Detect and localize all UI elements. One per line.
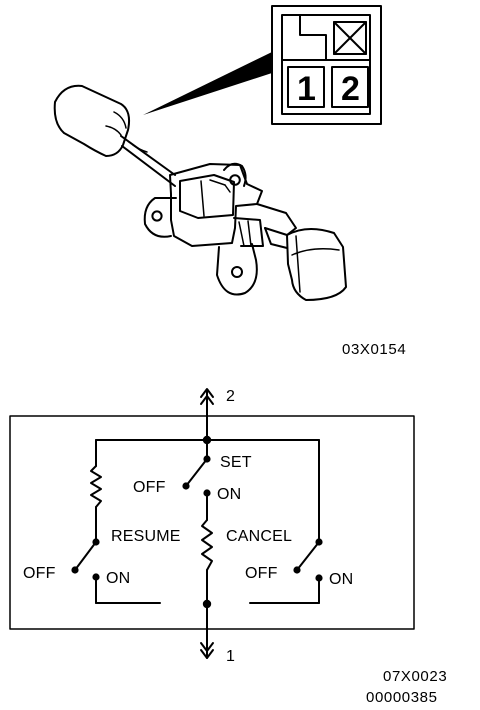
- circuit-diagram: 2 1: [9, 388, 447, 706]
- pin-cell-2: [331, 66, 369, 108]
- resume-resistor: [90, 465, 102, 508]
- junction-bottom: [202, 599, 212, 609]
- blank-pin-cross-icon: [333, 21, 367, 55]
- resume-switch-on-label: ON: [106, 570, 130, 587]
- resume-switch-off-label: OFF: [23, 565, 56, 582]
- cancel-switch-off-label: OFF: [245, 565, 278, 582]
- bottom-figure-code: 07X0023: [383, 668, 447, 685]
- set-switch-off-label: OFF: [133, 479, 166, 496]
- terminal-1-label: 1: [226, 648, 235, 665]
- connector-key: [299, 14, 327, 61]
- cancel-switch-label: CANCEL: [226, 528, 292, 545]
- document-code: 00000385: [366, 689, 438, 706]
- resume-switch: [71, 538, 100, 581]
- center-resistor: [201, 519, 213, 571]
- pin-1-label: 1: [297, 70, 316, 108]
- set-switch: [182, 455, 211, 497]
- callout-pointer: [143, 52, 272, 115]
- resume-switch-label: RESUME: [111, 528, 181, 545]
- cancel-switch: [293, 538, 323, 582]
- switch-assembly-boundary: [9, 415, 415, 630]
- top-figure-code: 03X0154: [342, 341, 406, 358]
- pin-cell-1: [287, 66, 325, 108]
- connector-face: 1 2: [271, 5, 382, 125]
- harness-connector-plug: [53, 84, 176, 187]
- terminal-1-arrow-icon: [200, 603, 214, 659]
- junction-top: [202, 435, 212, 445]
- set-switch-label: SET: [220, 454, 252, 471]
- connector-inner-frame: [281, 14, 371, 115]
- switch-illustration: 1 2: [53, 5, 406, 358]
- set-switch-on-label: ON: [217, 486, 241, 503]
- terminal-2-label: 2: [226, 388, 235, 405]
- combination-switch-body: [143, 162, 347, 301]
- terminal-2-arrow-icon: [200, 388, 214, 439]
- cancel-switch-on-label: ON: [329, 571, 353, 588]
- pin-2-label: 2: [341, 70, 360, 108]
